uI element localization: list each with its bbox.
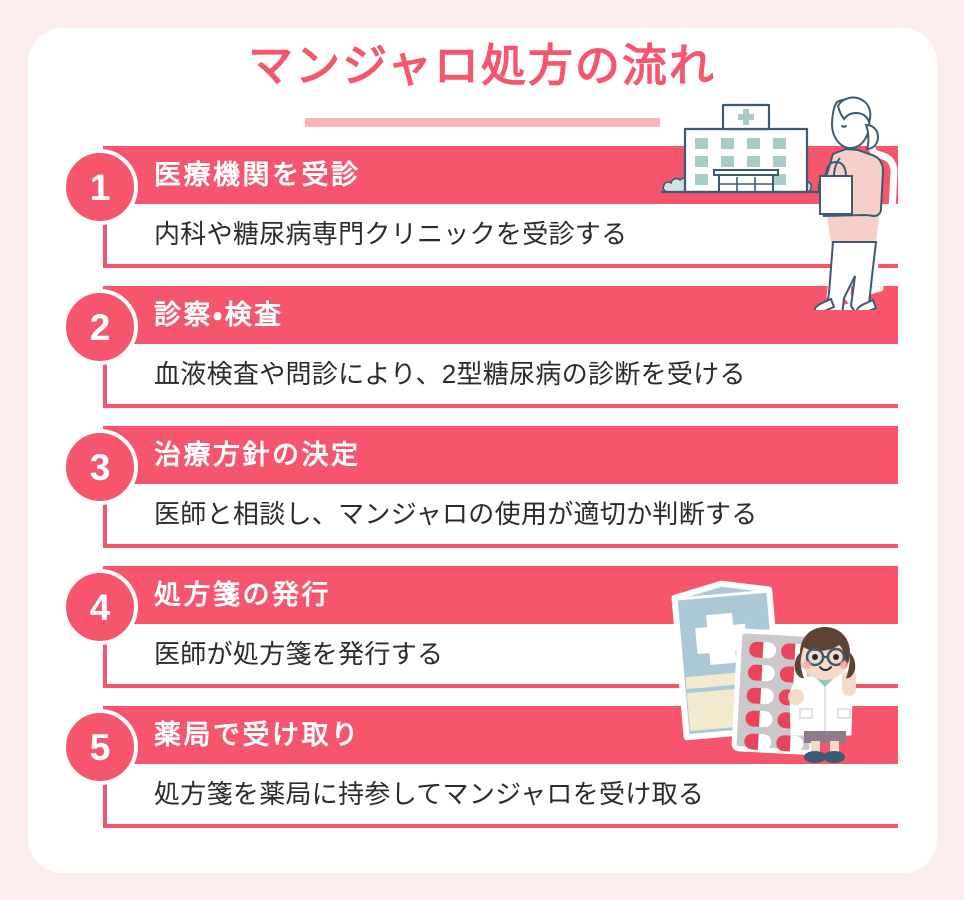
page-title: マンジャロ処方の流れ (248, 40, 716, 91)
step-header-bar: 治療方針の決定 (103, 426, 898, 484)
step-number: 5 (89, 726, 111, 768)
step-title: 薬局で受け取り (154, 720, 361, 750)
step-title: 医療機関を受診 (154, 160, 361, 190)
step-title: 処方箋の発行 (154, 580, 331, 610)
step-header-bar: 医療機関を受診 (103, 146, 898, 204)
step-description-box: 処方箋を薬局に持参してマンジャロを受け取る (103, 764, 898, 828)
step-description: 医師が処方箋を発行する (154, 639, 444, 669)
step-body: 処方箋の発行 医師が処方箋を発行する (103, 566, 898, 688)
steps-list: 医療機関を受診 内科や糖尿病専門クリニックを受診する 1 診察・検査 血液検査や… (0, 146, 964, 846)
step-number-badge: 2 (62, 289, 138, 365)
step-row: 処方箋の発行 医師が処方箋を発行する 4 (0, 566, 964, 706)
step-title: 診察・検査 (154, 300, 284, 330)
step-header-bar: 薬局で受け取り (103, 706, 898, 764)
step-number-badge: 5 (62, 709, 138, 785)
step-number: 1 (89, 166, 111, 208)
step-body: 医療機関を受診 内科や糖尿病専門クリニックを受診する (103, 146, 898, 268)
step-description-box: 血液検査や問診により、2型糖尿病の診断を受ける (103, 344, 898, 408)
step-description-box: 医師が処方箋を発行する (103, 624, 898, 688)
step-row: 医療機関を受診 内科や糖尿病専門クリニックを受診する 1 (0, 146, 964, 286)
step-number: 3 (89, 446, 111, 488)
step-row: 診察・検査 血液検査や問診により、2型糖尿病の診断を受ける 2 (0, 286, 964, 426)
title-underline (305, 118, 660, 127)
step-body: 治療方針の決定 医師と相談し、マンジャロの使用が適切か判断する (103, 426, 898, 548)
step-title: 治療方針の決定 (154, 440, 361, 470)
step-number: 2 (89, 306, 111, 348)
step-number-badge: 4 (62, 569, 138, 645)
step-description-box: 医師と相談し、マンジャロの使用が適切か判断する (103, 484, 898, 548)
step-number: 4 (89, 586, 111, 628)
step-row: 薬局で受け取り 処方箋を薬局に持参してマンジャロを受け取る 5 (0, 706, 964, 846)
step-body: 薬局で受け取り 処方箋を薬局に持参してマンジャロを受け取る (103, 706, 898, 828)
step-body: 診察・検査 血液検査や問診により、2型糖尿病の診断を受ける (103, 286, 898, 408)
step-description: 処方箋を薬局に持参してマンジャロを受け取る (154, 779, 705, 809)
step-description-box: 内科や糖尿病専門クリニックを受診する (103, 204, 898, 268)
step-description: 血液検査や問診により、2型糖尿病の診断を受ける (154, 359, 746, 389)
step-row: 治療方針の決定 医師と相談し、マンジャロの使用が適切か判断する 3 (0, 426, 964, 566)
step-description: 内科や糖尿病専門クリニックを受診する (154, 219, 628, 249)
step-number-badge: 3 (62, 429, 138, 505)
step-header-bar: 診察・検査 (103, 286, 898, 344)
step-number-badge: 1 (62, 149, 138, 225)
step-description: 医師と相談し、マンジャロの使用が適切か判断する (154, 499, 758, 529)
step-header-bar: 処方箋の発行 (103, 566, 898, 624)
